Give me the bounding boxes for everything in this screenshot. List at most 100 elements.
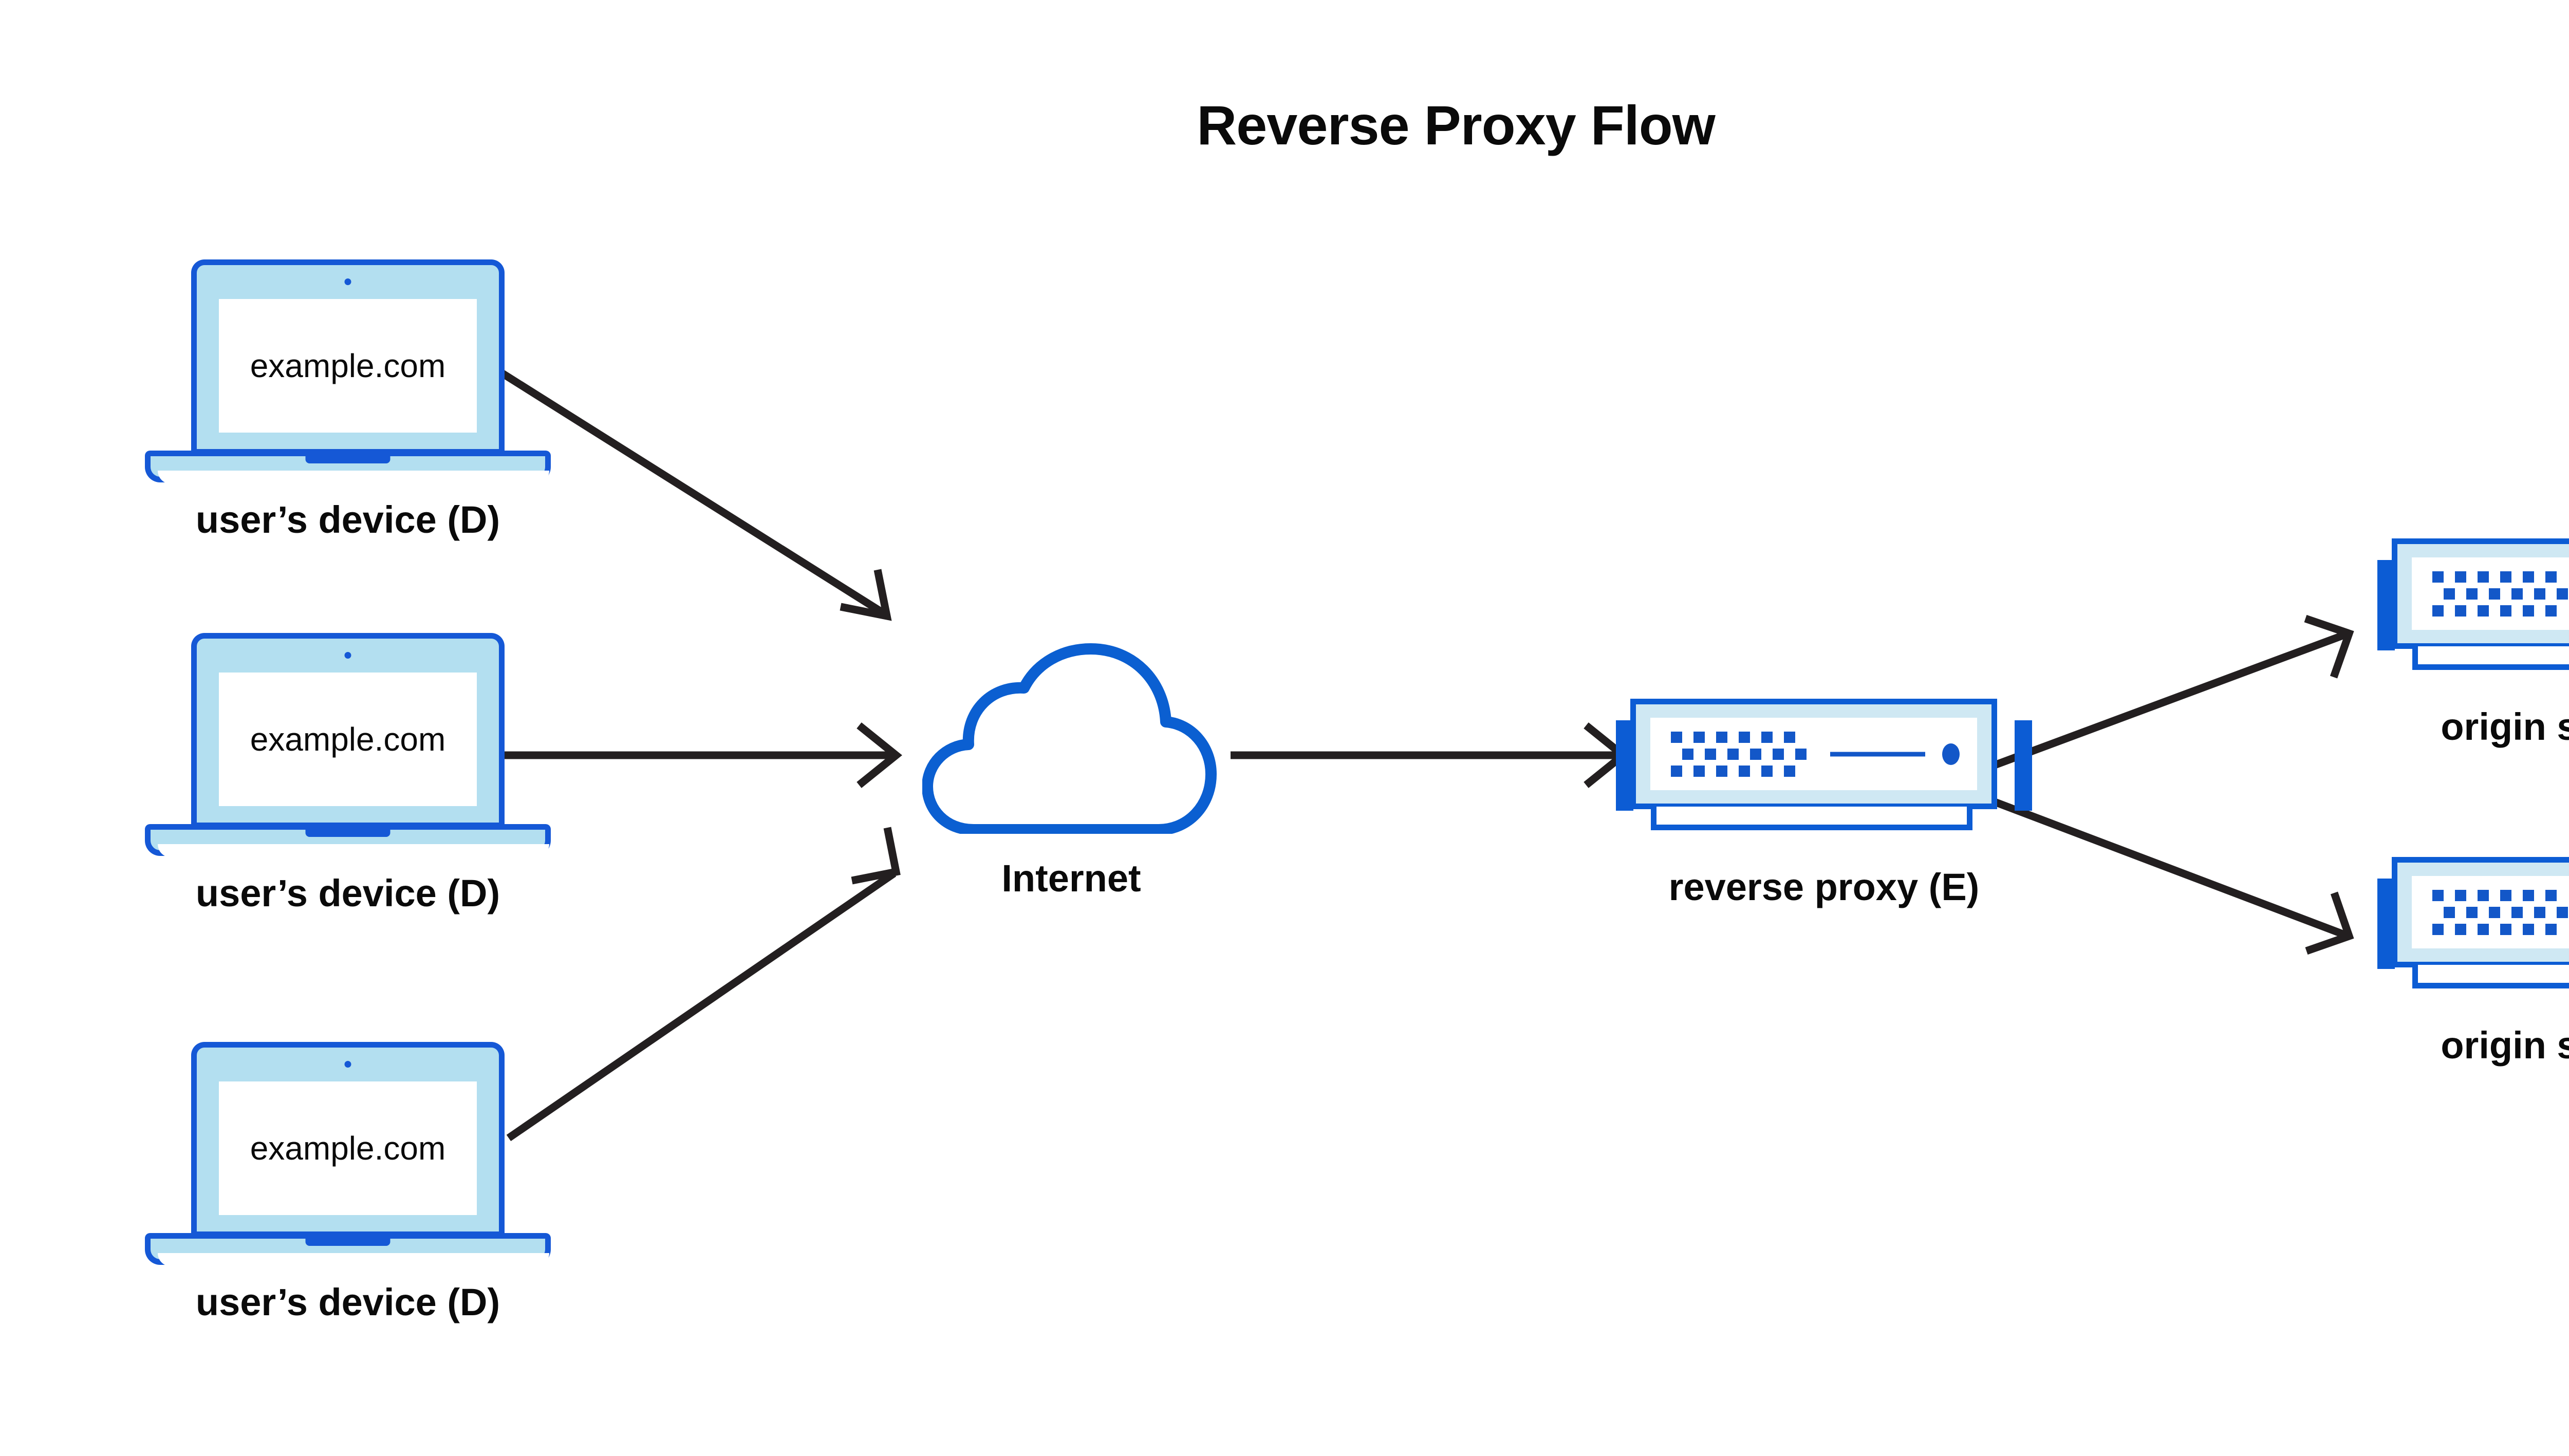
led-indicator — [2455, 889, 2466, 901]
node-label-internet: Internet — [1001, 857, 1141, 900]
led-indicator — [2455, 923, 2466, 935]
led-indicator — [2455, 571, 2466, 583]
node-label-reverse-proxy: reverse proxy (E) — [1668, 866, 1980, 908]
led-indicator — [2545, 605, 2557, 617]
led-indicator — [2500, 889, 2511, 901]
server-body — [2392, 857, 2569, 967]
led-indicator — [1761, 731, 1773, 743]
led-row — [2432, 889, 2568, 901]
led-indicator — [1761, 765, 1773, 777]
edge-client3-to-internet — [506, 827, 901, 1142]
led-indicator — [2500, 571, 2511, 583]
node-user-device-3[interactable]: example.com user’s device (D) — [145, 1042, 551, 1330]
led-row — [2444, 588, 2568, 600]
server-base — [2412, 646, 2569, 670]
led-indicator — [1739, 765, 1750, 777]
laptop-icon: example.com — [145, 1042, 551, 1273]
node-origin-server-2[interactable]: origin server (F) — [2377, 857, 2569, 1073]
led-indicator — [2432, 571, 2444, 583]
server-base — [2412, 965, 2569, 988]
laptop-screen-text: example.com — [250, 721, 446, 758]
edge-proxy-to-origin2 — [1992, 797, 2354, 955]
led-indicator — [2500, 923, 2511, 935]
led-indicator — [2478, 605, 2489, 617]
led-indicator — [2478, 889, 2489, 901]
led-indicator — [1693, 765, 1705, 777]
led-row — [2432, 571, 2568, 583]
led-indicator — [1716, 731, 1727, 743]
laptop-screen: example.com — [219, 299, 477, 433]
laptop-icon: example.com — [145, 633, 551, 864]
server-led-grid — [2432, 571, 2568, 617]
led-row — [1671, 731, 1807, 743]
led-indicator — [2455, 605, 2466, 617]
led-indicator — [2478, 571, 2489, 583]
led-indicator — [1784, 731, 1795, 743]
laptop-base — [145, 824, 551, 857]
cloud-icon — [922, 639, 1220, 834]
led-indicator — [2557, 588, 2568, 600]
led-indicator — [1773, 748, 1784, 760]
node-label-origin-server-2: origin server (F) — [2441, 1024, 2569, 1067]
node-reverse-proxy[interactable]: reverse proxy (E) — [1616, 699, 2032, 914]
led-indicator — [2545, 889, 2557, 901]
led-indicator — [2534, 906, 2545, 918]
laptop-notch — [305, 456, 390, 463]
edge-proxy-to-origin1 — [1992, 614, 2354, 770]
laptop-base-underside — [158, 471, 549, 484]
led-indicator — [2444, 906, 2455, 918]
led-indicator — [2489, 588, 2500, 600]
led-indicator — [2545, 571, 2557, 583]
page-title: Reverse Proxy Flow — [1197, 94, 1715, 156]
led-indicator — [2523, 571, 2534, 583]
edge-client2-to-internet — [501, 722, 902, 788]
led-indicator — [2432, 605, 2444, 617]
laptop-notch — [305, 1239, 390, 1246]
led-indicator — [2466, 588, 2478, 600]
laptop-screen-text: example.com — [250, 347, 446, 384]
led-indicator — [1716, 765, 1727, 777]
led-indicator — [1739, 731, 1750, 743]
node-user-device-2[interactable]: example.com user’s device (D) — [145, 633, 551, 921]
webcam-icon — [344, 278, 351, 285]
node-label-user-device-2: user’s device (D) — [195, 872, 500, 914]
led-row — [1682, 748, 1807, 760]
led-indicator — [2523, 889, 2534, 901]
led-indicator — [1784, 765, 1795, 777]
server-panel — [2412, 557, 2569, 630]
laptop-lid: example.com — [191, 633, 505, 828]
node-label-user-device-3: user’s device (D) — [195, 1281, 500, 1323]
led-indicator — [2500, 605, 2511, 617]
node-user-device-1[interactable]: example.com user’s device (D) — [145, 259, 551, 547]
laptop-screen-text: example.com — [250, 1130, 446, 1167]
led-indicator — [2523, 605, 2534, 617]
laptop-screen: example.com — [219, 1081, 477, 1215]
led-indicator — [2489, 906, 2500, 918]
led-row — [2432, 923, 2568, 935]
led-indicator — [1750, 748, 1761, 760]
server-base — [1651, 807, 1972, 830]
led-indicator — [2444, 588, 2455, 600]
server-icon — [2377, 538, 2569, 672]
server-icon — [2377, 857, 2569, 991]
led-indicator — [1693, 731, 1705, 743]
laptop-base — [145, 451, 551, 484]
server-tab-right — [2015, 720, 2032, 811]
led-indicator — [1671, 731, 1682, 743]
laptop-screen: example.com — [219, 673, 477, 806]
server-body — [2392, 538, 2569, 649]
laptop-icon: example.com — [145, 259, 551, 491]
laptop-base-underside — [158, 1253, 549, 1266]
laptop-base — [145, 1233, 551, 1266]
node-origin-server-1[interactable]: origin server (F) — [2377, 538, 2569, 754]
led-row — [2444, 906, 2568, 918]
server-led-grid — [1671, 731, 1807, 777]
led-indicator — [2466, 906, 2478, 918]
led-row — [1671, 765, 1807, 777]
node-label-origin-server-1: origin server (F) — [2441, 705, 2569, 748]
edge-client1-to-internet — [499, 369, 892, 621]
node-internet[interactable]: Internet — [922, 639, 1220, 926]
server-panel — [2412, 876, 2569, 948]
laptop-lid: example.com — [191, 259, 505, 455]
